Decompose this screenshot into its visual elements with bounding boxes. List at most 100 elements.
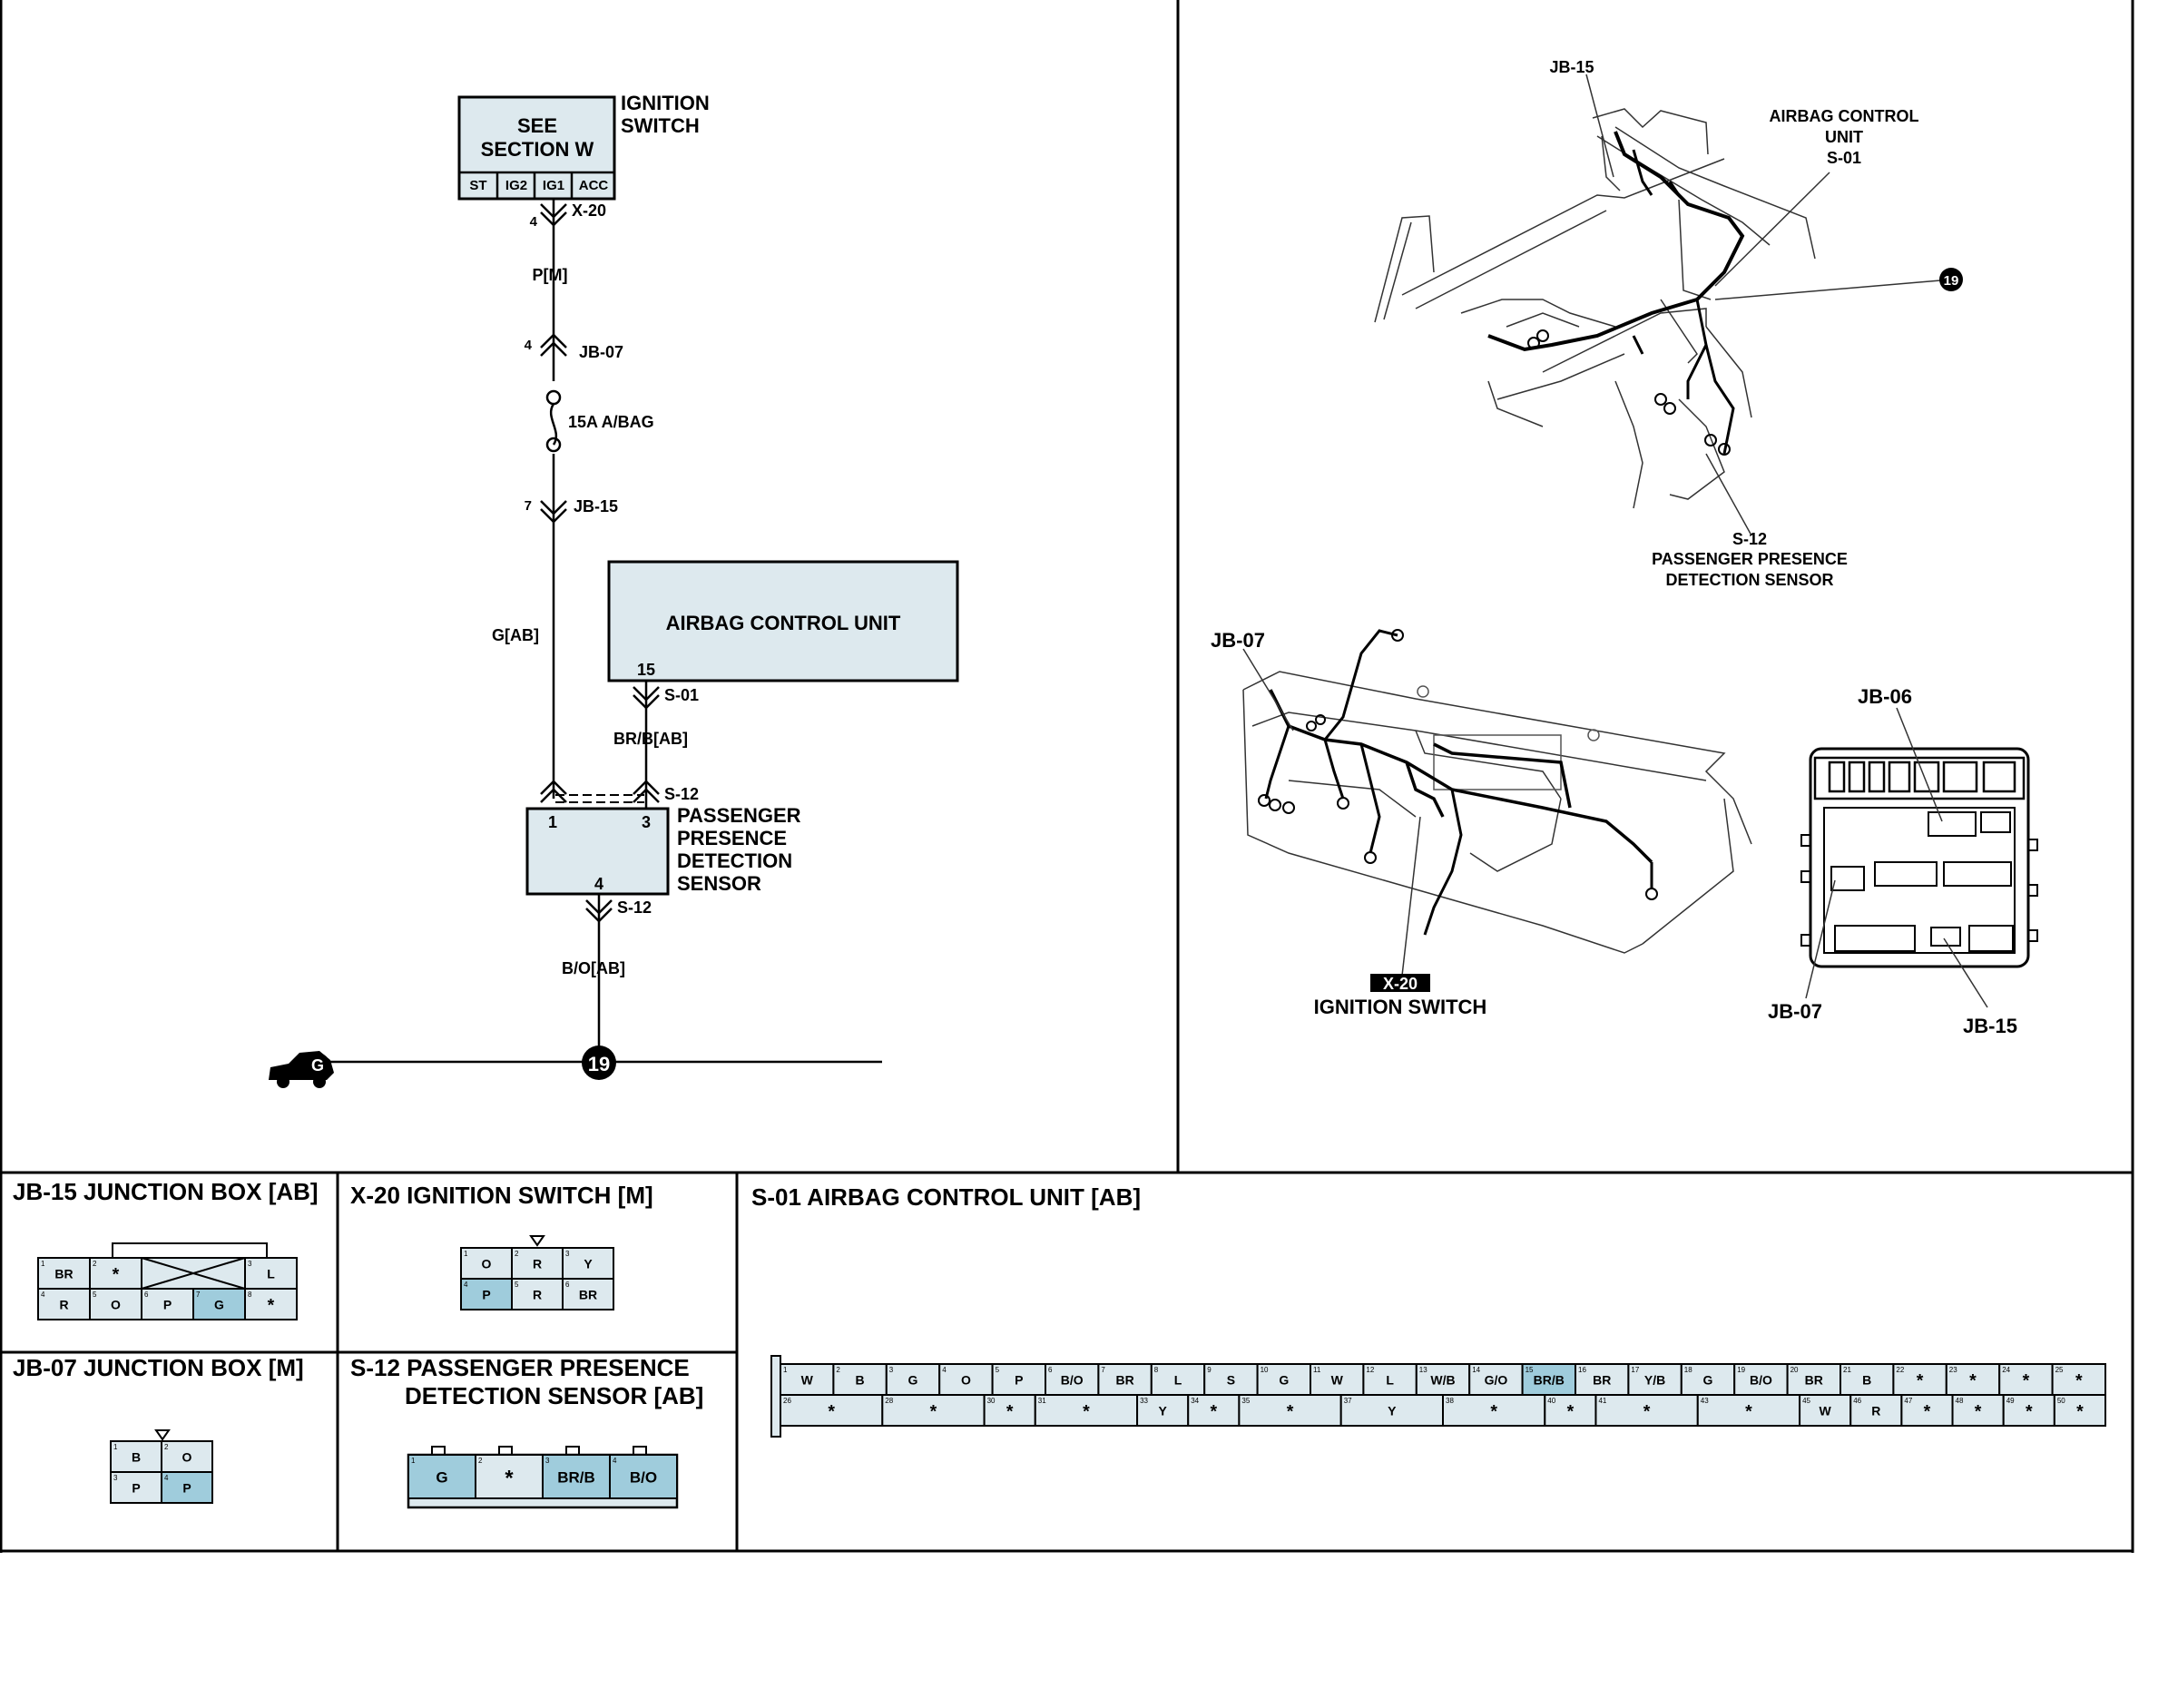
cavity-wire-color: B [1862, 1372, 1871, 1387]
cavity-pin-number: 7 [1101, 1366, 1105, 1374]
cavity-pin-number: 31 [1038, 1397, 1046, 1405]
connector-cavity: 2* [475, 1454, 544, 1499]
cavity-pin-number: 13 [1419, 1366, 1427, 1374]
cavity-unused-mark: * [2026, 1402, 2033, 1422]
jb07-pin-number: 4 [525, 338, 533, 353]
cavity-pin-number: 9 [1207, 1366, 1212, 1374]
connector-cavity: 9S [1203, 1363, 1259, 1396]
loc-s12-label-1: S-12 [1732, 530, 1767, 548]
s01-connector-symbol [633, 686, 660, 710]
connector-cavity: 21B [1840, 1363, 1895, 1396]
loc-jb15-label: JB-15 [1549, 58, 1594, 76]
cavity-pin-number: 38 [1446, 1397, 1454, 1405]
connector-cavity: 1W [780, 1363, 835, 1396]
cavity-pin-number: 24 [2002, 1366, 2010, 1374]
cavity-pin-number: 45 [1802, 1397, 1810, 1405]
connector-cavity: 17Y/B [1627, 1363, 1683, 1396]
connector-cavity: 34* [1187, 1394, 1241, 1427]
ignition-switch-box [457, 95, 616, 201]
connector-cavity: 7G [192, 1288, 246, 1320]
cavity-pin-number: 2 [164, 1443, 169, 1451]
s12-connector-title-2: DETECTION SENSOR [AB] [405, 1382, 703, 1409]
s01-connector-label: S-01 [664, 686, 699, 704]
cavity-pin-number: 40 [1547, 1397, 1555, 1405]
cavity-wire-color: O [961, 1372, 971, 1387]
wire-label-br-b: BR/B[AB] [613, 730, 688, 748]
connector-cavity: 6P [141, 1288, 194, 1320]
x20-location-badge [1370, 974, 1430, 992]
connector-cavity: 1B [110, 1440, 162, 1473]
cavity-pin-number: 16 [1578, 1366, 1586, 1374]
connector-cavity: 5P [991, 1363, 1046, 1396]
airbag-control-unit-label: AIRBAG CONTROL UNIT [666, 612, 901, 634]
cavity-pin-number: 50 [2057, 1397, 2065, 1405]
cavity-wire-color: G [214, 1297, 224, 1311]
s12-connector-panel: S-12 PASSENGER PRESENCE DETECTION SENSOR… [350, 1354, 703, 1509]
ground-point-number-location: 19 [1944, 273, 1959, 289]
cavity-wire-color: W [1331, 1372, 1344, 1387]
connector-cavity: 4B/O [609, 1454, 678, 1499]
connector-cavity: 41* [1594, 1394, 1699, 1427]
cavity-wire-color: P [1015, 1372, 1023, 1387]
cavity-wire-color: BR [579, 1287, 597, 1301]
cavity-wire-color: P [132, 1480, 140, 1495]
cavity-wire-color: P [163, 1297, 172, 1311]
cavity-pin-number: 1 [464, 1250, 468, 1258]
connector-cavity: 18G [1680, 1363, 1736, 1396]
cavity-wire-color: P [182, 1480, 191, 1495]
sensor-label-3: DETECTION [677, 849, 792, 872]
terminal-st: ST [469, 178, 486, 193]
airbag-control-unit-box [607, 560, 959, 682]
car-ground-icon [269, 1051, 334, 1088]
passenger-sensor-box [525, 807, 670, 896]
connector-cavity: 24* [1998, 1363, 2054, 1396]
cavity-wire-color: O [111, 1297, 121, 1311]
sensor-label-2: PRESENCE [677, 827, 787, 849]
connector-cavity: 3Y [562, 1247, 614, 1280]
cavity-unused-mark: * [1490, 1402, 1497, 1422]
cavity-unused-mark: * [2075, 1371, 2083, 1391]
wire-label-p-m: P[M] [533, 266, 568, 284]
cavity-unused-mark: * [268, 1296, 275, 1316]
s01-connector-face: 1W2B3G4O5P6B/O7BR8L9S10G11W12L13W/B14G/O… [780, 1363, 2107, 1427]
connector-cavity: 1O [460, 1247, 513, 1280]
cavity-wire-color: Y [1158, 1403, 1167, 1418]
cavity-pin-number: 1 [411, 1457, 416, 1465]
cavity-wire-color: B/O [1750, 1372, 1772, 1387]
s12-top-connector-symbols [540, 780, 660, 803]
cavity-pin-number: 22 [1896, 1366, 1904, 1374]
cavity-pin-number: 1 [113, 1443, 118, 1451]
connector-cavity: 3G [885, 1363, 941, 1396]
connector-cavity: 7BR [1097, 1363, 1153, 1396]
s12-bottom-connector-label: S-12 [617, 898, 652, 917]
cavity-unused-mark: * [1210, 1402, 1217, 1422]
ground-point-marker [582, 1045, 616, 1080]
cavity-pin-number: 4 [164, 1474, 169, 1482]
cavity-wire-color: S [1227, 1372, 1235, 1387]
connector-cavity: 50 * [2053, 1394, 2107, 1427]
cavity-unused-mark: * [1917, 1371, 1924, 1391]
cavity-wire-color: G/O [1485, 1372, 1508, 1387]
jb07-connector-label: JB-07 [579, 343, 623, 361]
fuse-label: 15A A/BAG [568, 413, 654, 431]
dashboard-location-view: X-20 IGNITION SWITCH JB-07 [1211, 629, 1752, 1018]
x20-pin-number: 4 [530, 214, 538, 230]
cavity-unused-mark: * [2076, 1402, 2084, 1422]
connector-cavity: 4P [161, 1471, 213, 1504]
connector-cavity: 14G/O [1468, 1363, 1524, 1396]
cavity-wire-color: G [1703, 1372, 1713, 1387]
cavity-wire-color: L [267, 1266, 275, 1281]
loc-acu-label-2: UNIT [1825, 128, 1863, 146]
loc-s12-label-2: PASSENGER PRESENCE [1652, 550, 1848, 568]
cavity-unused-mark: * [1643, 1402, 1651, 1422]
connector-cavity: 1BR [37, 1257, 91, 1290]
cavity-wire-color: G [908, 1372, 918, 1387]
cavity-pin-number: 2 [836, 1366, 840, 1374]
cavity-pin-number: 6 [1048, 1366, 1053, 1374]
s12-top-connector-label: S-12 [664, 785, 699, 803]
